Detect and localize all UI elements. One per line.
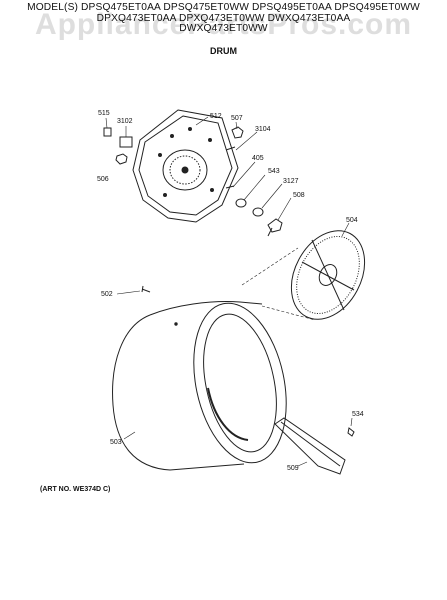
section-title: DRUM bbox=[210, 46, 237, 56]
model-line: DWXQ473ET0WW bbox=[179, 23, 268, 34]
part-3127-washer bbox=[252, 207, 264, 217]
part-506-roller bbox=[115, 153, 128, 165]
callout-509: 509 bbox=[287, 465, 299, 472]
callout-508: 508 bbox=[293, 192, 305, 199]
hardware-parts bbox=[103, 126, 283, 237]
callout-504: 504 bbox=[346, 217, 358, 224]
part-502-screw bbox=[141, 285, 151, 293]
model-line: DPXQ473ET0AA DPXQ473ET0WW DWXQ473ET0AA bbox=[96, 12, 351, 24]
screw-parts bbox=[141, 285, 355, 437]
watermark: AppliancePartsPros.com bbox=[34, 8, 413, 41]
part-405-screw bbox=[225, 185, 235, 189]
art-number: (ART NO. WE374D C) bbox=[40, 486, 111, 493]
callout-543: 543 bbox=[268, 168, 280, 175]
part-3102-bracket bbox=[119, 136, 133, 148]
drum-front-seal bbox=[290, 230, 366, 320]
part-507-screw bbox=[231, 126, 244, 139]
callout-507: 507 bbox=[231, 115, 243, 122]
part-543-bearing bbox=[235, 198, 247, 208]
rear-bulkhead bbox=[132, 109, 239, 223]
callout-405: 405 bbox=[252, 155, 264, 162]
leader-lines bbox=[105, 116, 353, 467]
model-list: MODEL(S) DPSQ475ET0AA DPSQ475ET0WW DPSQ4… bbox=[0, 2, 447, 34]
model-line: MODEL(S) DPSQ475ET0AA DPSQ475ET0WW DPSQ4… bbox=[27, 2, 420, 13]
callout-506: 506 bbox=[97, 176, 109, 183]
callout-3104: 3104 bbox=[255, 126, 271, 133]
callout-515: 515 bbox=[98, 110, 110, 117]
part-515-clip bbox=[103, 127, 112, 137]
callout-503: 503 bbox=[110, 439, 122, 446]
callout-3127: 3127 bbox=[283, 178, 299, 185]
callout-3102: 3102 bbox=[117, 118, 133, 125]
callout-512: 512 bbox=[210, 113, 222, 120]
drum-body bbox=[112, 301, 287, 471]
drum-slide bbox=[274, 417, 346, 475]
part-508-shaft bbox=[267, 218, 283, 237]
callout-502: 502 bbox=[101, 291, 113, 298]
part-callouts: 515 3102 512 507 3104 506 405 543 3127 5… bbox=[97, 110, 364, 472]
part-3104-screw bbox=[225, 146, 236, 151]
callout-534: 534 bbox=[352, 411, 364, 418]
part-534-screw bbox=[347, 427, 355, 437]
